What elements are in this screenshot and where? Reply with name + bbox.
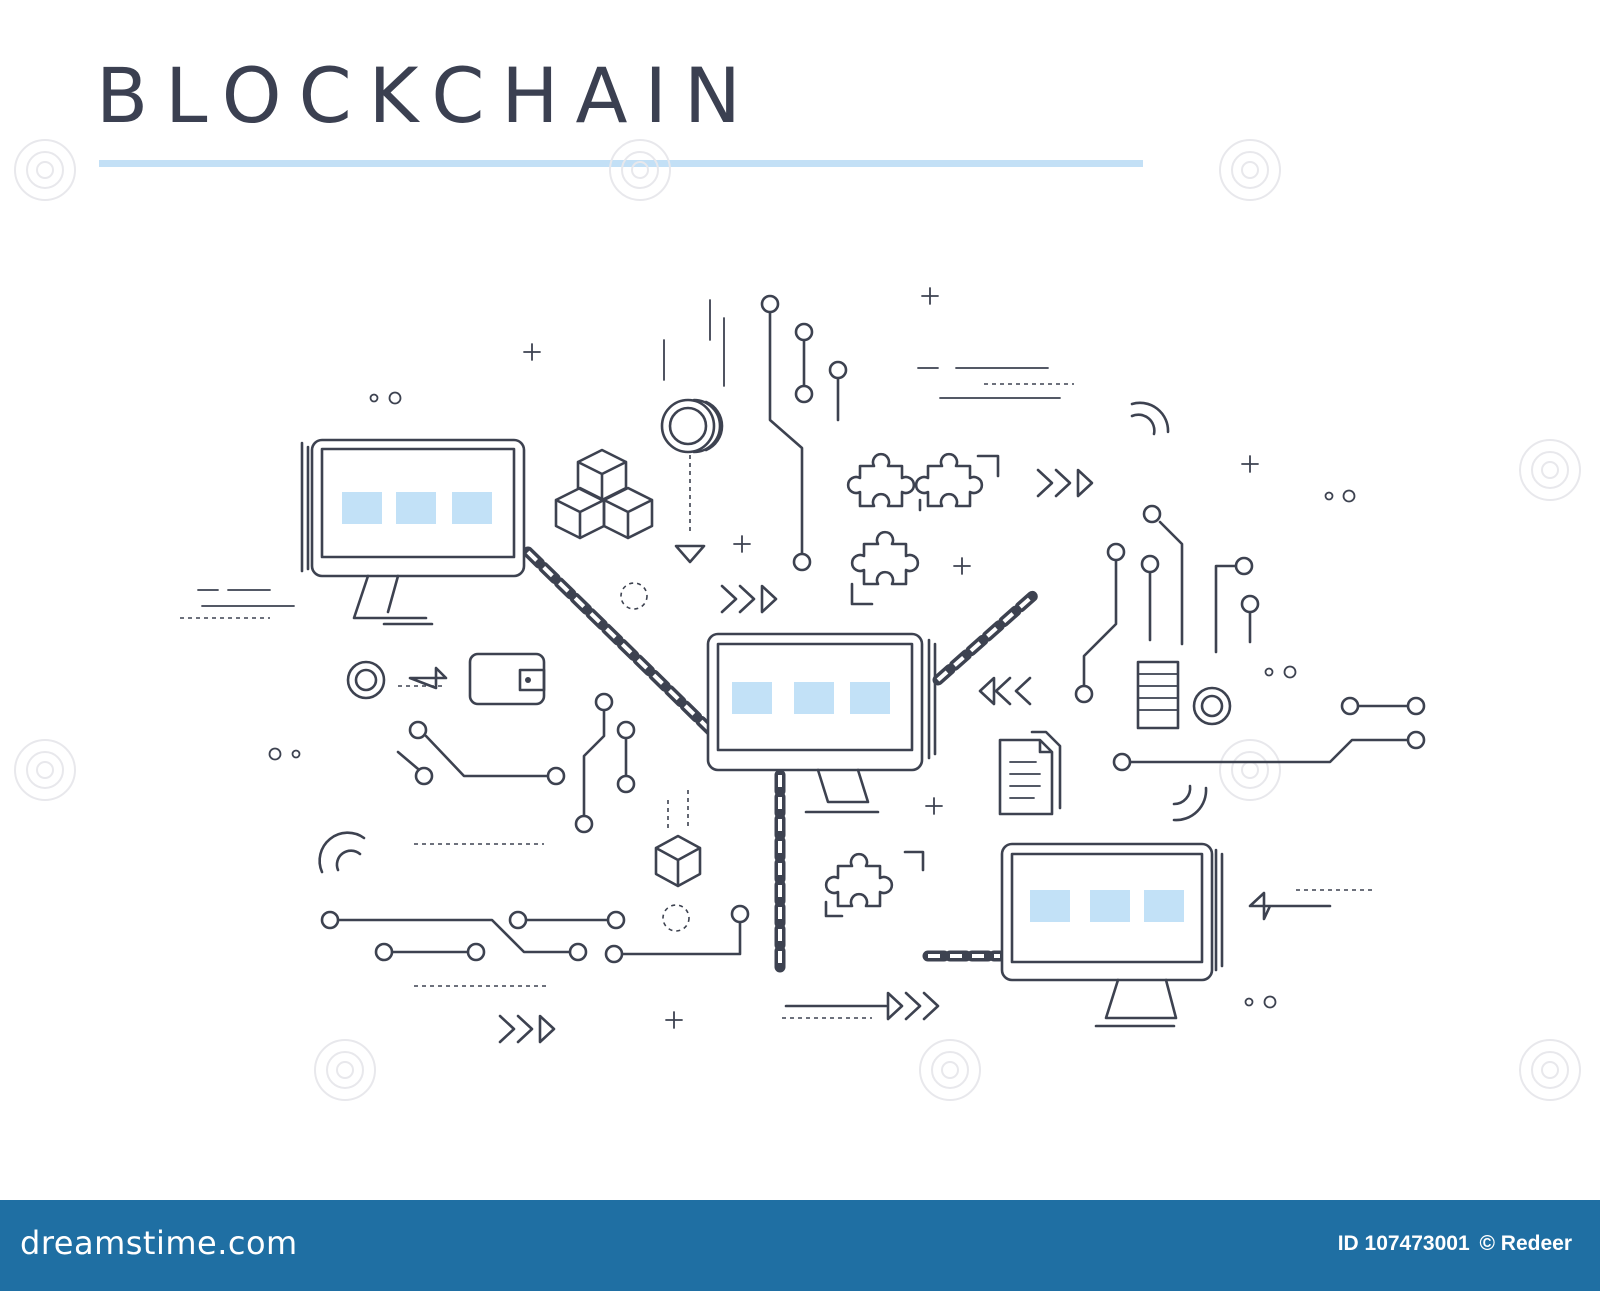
title-underline [99,160,1143,167]
chain-icon [522,546,1041,976]
coin-icon [620,299,725,932]
monitor-icon [1000,842,1224,1028]
cubes-icon [554,448,702,888]
circuit-icon [320,692,750,964]
monitor-icon [706,632,937,814]
arrow-icon [398,468,1376,1044]
footer-logo[interactable]: dreamstime.com [20,1224,298,1262]
image-id-credit: ID 107473001 © Redeer [1334,1232,1572,1256]
puzzle-icon [824,452,1000,918]
circuit-icon [760,294,848,572]
server-icon [1136,660,1232,730]
document-icon [998,730,1062,816]
author-credit: © Redeer [1479,1232,1572,1255]
monitor-icon [300,438,526,626]
wifi-icon [318,401,1208,874]
footer-bar: dreamstime.com ID 107473001 © Redeer [0,1200,1600,1291]
page-title: BLOCKCHAIN [96,51,758,140]
decorative-marks [180,287,1356,1029]
wallet-icon [346,652,546,706]
image-id: ID 107473001 [1337,1232,1470,1255]
blockchain-artwork [14,139,1581,1101]
circuit-icon [1074,504,1426,772]
watermark-marks [14,139,1581,1101]
